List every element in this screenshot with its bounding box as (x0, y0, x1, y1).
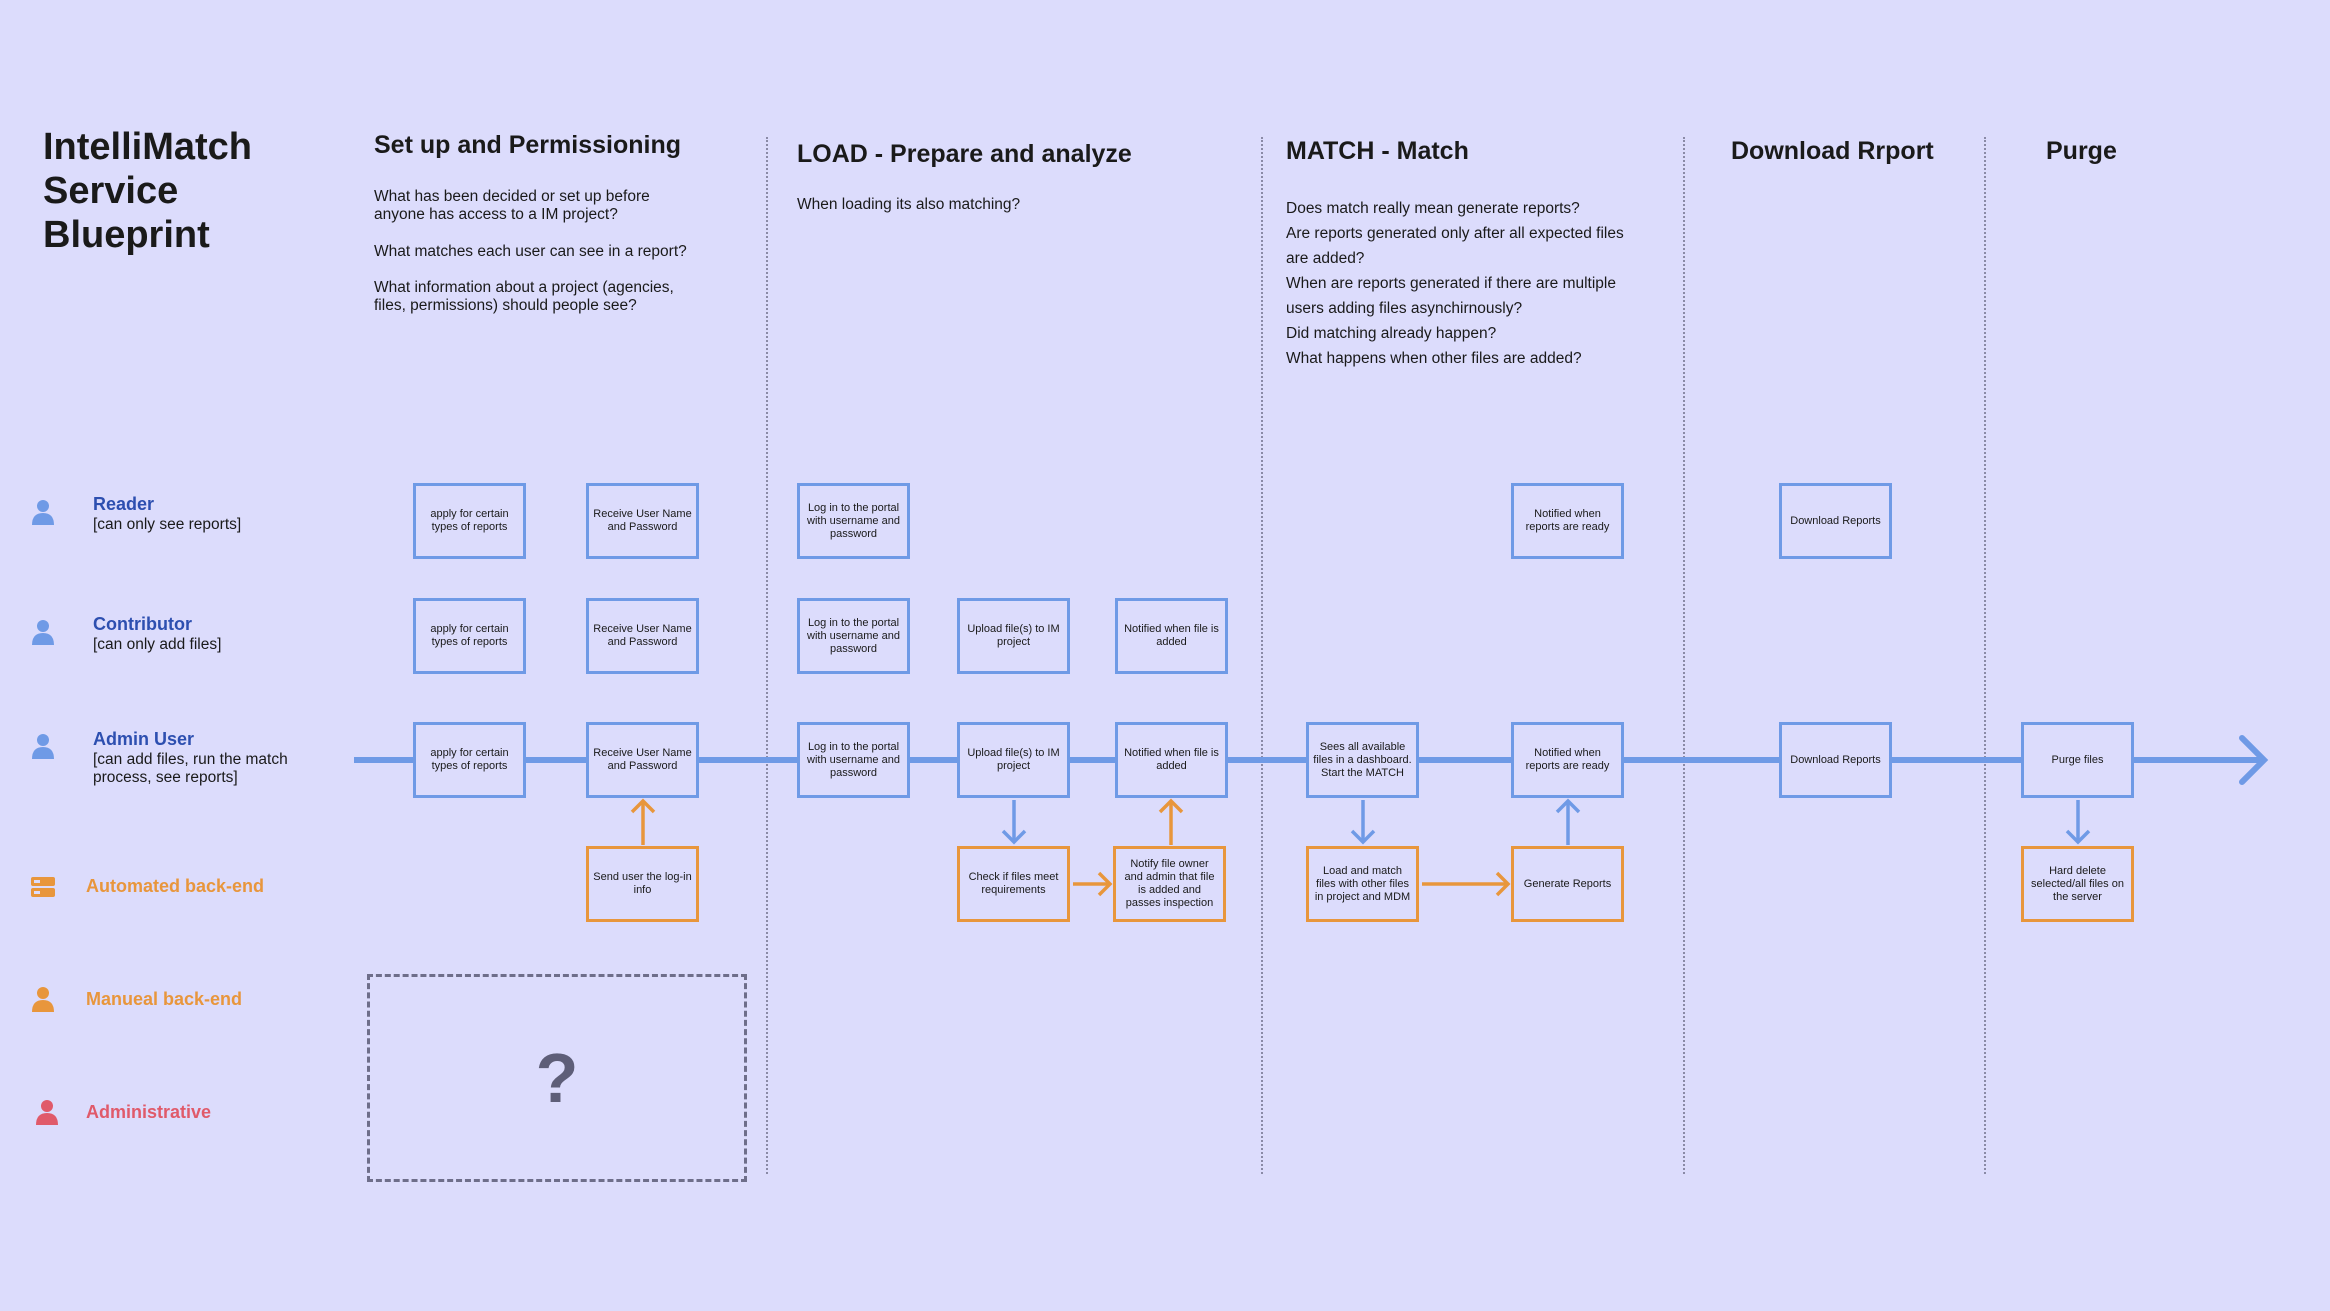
arrow-generate-to-notified (1555, 798, 1581, 845)
stage-title-match: MATCH - Match (1286, 137, 1469, 165)
step-box: Notified when reports are ready (1511, 483, 1624, 559)
timeline-arrowhead (2239, 735, 2269, 785)
match-questions: Does match really mean generate reports?… (1286, 196, 1624, 371)
stage-divider (1683, 137, 1685, 1174)
unknown-steps-placeholder: ? (367, 974, 747, 1182)
arrow-purge-to-delete (2065, 800, 2091, 845)
stage-title-purge: Purge (2046, 137, 2117, 165)
load-question: When loading its also matching? (797, 196, 1021, 213)
setup-question: What information about a project (agenci… (374, 279, 674, 314)
lane-desc-contributor: [can only add files] (93, 636, 222, 653)
stage-title-setup: Set up and Permissioning (374, 131, 681, 159)
arrow-load-to-generate (1422, 871, 1511, 897)
step-box: Notify file owner and admin that file is… (1113, 846, 1226, 922)
step-box: Sees all available files in a dashboard.… (1306, 722, 1419, 798)
title-line: IntelliMatch (43, 126, 253, 168)
step-box: apply for certain types of reports (413, 483, 526, 559)
stage-divider (766, 137, 768, 1174)
step-box: Receive User Name and Password (586, 722, 699, 798)
match-question: What happens when other files are added? (1286, 350, 1582, 367)
lane-name-reader: Reader (93, 494, 155, 514)
step-box: Notified when reports are ready (1511, 722, 1624, 798)
step-box: apply for certain types of reports (413, 722, 526, 798)
step-box: apply for certain types of reports (413, 598, 526, 674)
page-title: IntelliMatch Service Blueprint (43, 125, 343, 257)
person-icon (32, 620, 54, 645)
step-box: Notified when file is added (1115, 598, 1228, 674)
step-box: Generate Reports (1511, 846, 1624, 922)
person-icon (36, 1100, 58, 1125)
arrow-check-to-notify (1073, 871, 1113, 897)
arrow-sees-to-load (1350, 800, 1376, 845)
step-box: Notified when file is added (1115, 722, 1228, 798)
step-box: Send user the log-in info (586, 846, 699, 922)
step-box: Receive User Name and Password (586, 483, 699, 559)
match-question: are added? (1286, 250, 1365, 267)
arrow-send-to-receive (630, 798, 656, 845)
match-question: users adding files asynchirnously? (1286, 300, 1523, 317)
step-box: Load and match files with other files in… (1306, 846, 1419, 922)
lane-name-contributor: Contributor (93, 614, 192, 634)
stage-divider (1984, 137, 1986, 1174)
step-box: Receive User Name and Password (586, 598, 699, 674)
step-box: Hard delete selected/all files on the se… (2021, 846, 2134, 922)
step-box: Purge files (2021, 722, 2134, 798)
lane-name-administrative: Administrative (86, 1102, 212, 1122)
stage-title-download: Download Rrport (1731, 137, 1934, 165)
match-question: When are reports generated if there are … (1286, 275, 1616, 292)
step-box: Log in to the portal with username and p… (797, 483, 910, 559)
question-mark: ? (535, 1039, 579, 1117)
match-question: Does match really mean generate reports? (1286, 200, 1580, 217)
step-box: Upload file(s) to IM project (957, 598, 1070, 674)
step-box: Log in to the portal with username and p… (797, 598, 910, 674)
step-box: Check if files meet requirements (957, 846, 1070, 922)
server-icon (31, 877, 55, 897)
arrow-notify-to-notified (1158, 798, 1184, 845)
step-box: Upload file(s) to IM project (957, 722, 1070, 798)
lane-desc-reader: [can only see reports] (93, 516, 242, 533)
match-question: Did matching already happen? (1286, 325, 1497, 342)
step-box: Download Reports (1779, 722, 1892, 798)
person-icon (32, 987, 54, 1012)
arrow-upload-to-check (1001, 800, 1027, 845)
person-icon (32, 500, 54, 525)
lane-name-admin: Admin User (93, 729, 195, 749)
lane-name-automated: Automated back-end (86, 876, 265, 896)
stage-divider (1261, 137, 1263, 1174)
stage-title-load: LOAD - Prepare and analyze (797, 140, 1132, 168)
setup-question: What matches each user can see in a repo… (374, 243, 687, 260)
step-box: Download Reports (1779, 483, 1892, 559)
lane-desc-admin: [can add files, run the match process, s… (93, 751, 288, 786)
setup-question: What has been decided or set up before a… (374, 188, 650, 223)
title-line: Blueprint (43, 214, 210, 256)
match-question: Are reports generated only after all exp… (1286, 225, 1624, 242)
title-line: Service (43, 170, 179, 212)
person-icon (32, 734, 54, 759)
step-box: Log in to the portal with username and p… (797, 722, 910, 798)
lane-name-manual: Manueal back-end (86, 989, 243, 1009)
